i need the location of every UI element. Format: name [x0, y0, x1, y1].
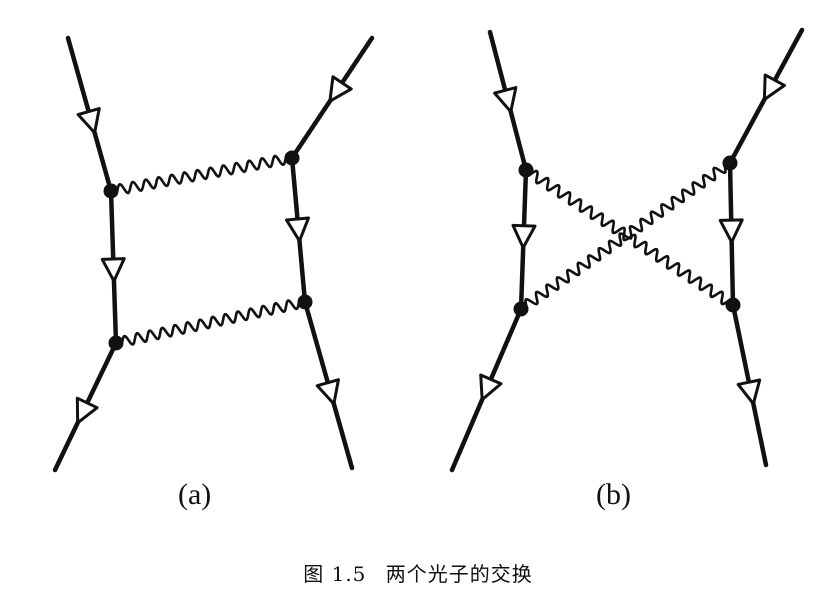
- figure-title: 两个光子的交换: [385, 562, 533, 586]
- vertex-b-4: [725, 297, 741, 313]
- arrow-b-left-bottom-icon: [479, 373, 503, 402]
- vertex-a-3: [284, 150, 300, 166]
- diagram-b-label: (b): [596, 478, 631, 511]
- figure-caption: 图 1.5 两个光子的交换: [0, 558, 836, 587]
- photon-line-a-top: [109, 152, 294, 197]
- arrow-a-right-mid-icon: [285, 216, 310, 243]
- vertex-a-4: [297, 294, 313, 310]
- vertex-b-2: [513, 301, 529, 317]
- vertex-a-1: [103, 183, 119, 199]
- arrow-a-left-mid-icon: [100, 257, 126, 283]
- photon-line-b-crossing-2: [520, 159, 731, 313]
- vertex-b-1: [518, 162, 534, 178]
- diagram-a-label: (a): [178, 478, 212, 511]
- arrow-b-right-bottom-icon: [736, 378, 762, 406]
- arrow-a-left-top-icon: [76, 107, 101, 135]
- photon-line-a-bottom: [114, 296, 307, 349]
- arrow-b-right-mid-icon: [718, 218, 744, 244]
- vertex-a-2: [108, 335, 124, 351]
- arrow-a-left-bottom-icon: [75, 396, 99, 425]
- figure-number: 图 1.5: [303, 562, 367, 586]
- arrow-b-left-mid-icon: [511, 223, 537, 250]
- arrow-a-right-top-icon: [328, 75, 353, 103]
- arrow-b-right-top-icon: [762, 73, 787, 102]
- arrow-b-left-top-icon: [493, 86, 518, 114]
- vertex-b-3: [722, 155, 738, 171]
- arrow-a-right-bottom-icon: [315, 378, 340, 406]
